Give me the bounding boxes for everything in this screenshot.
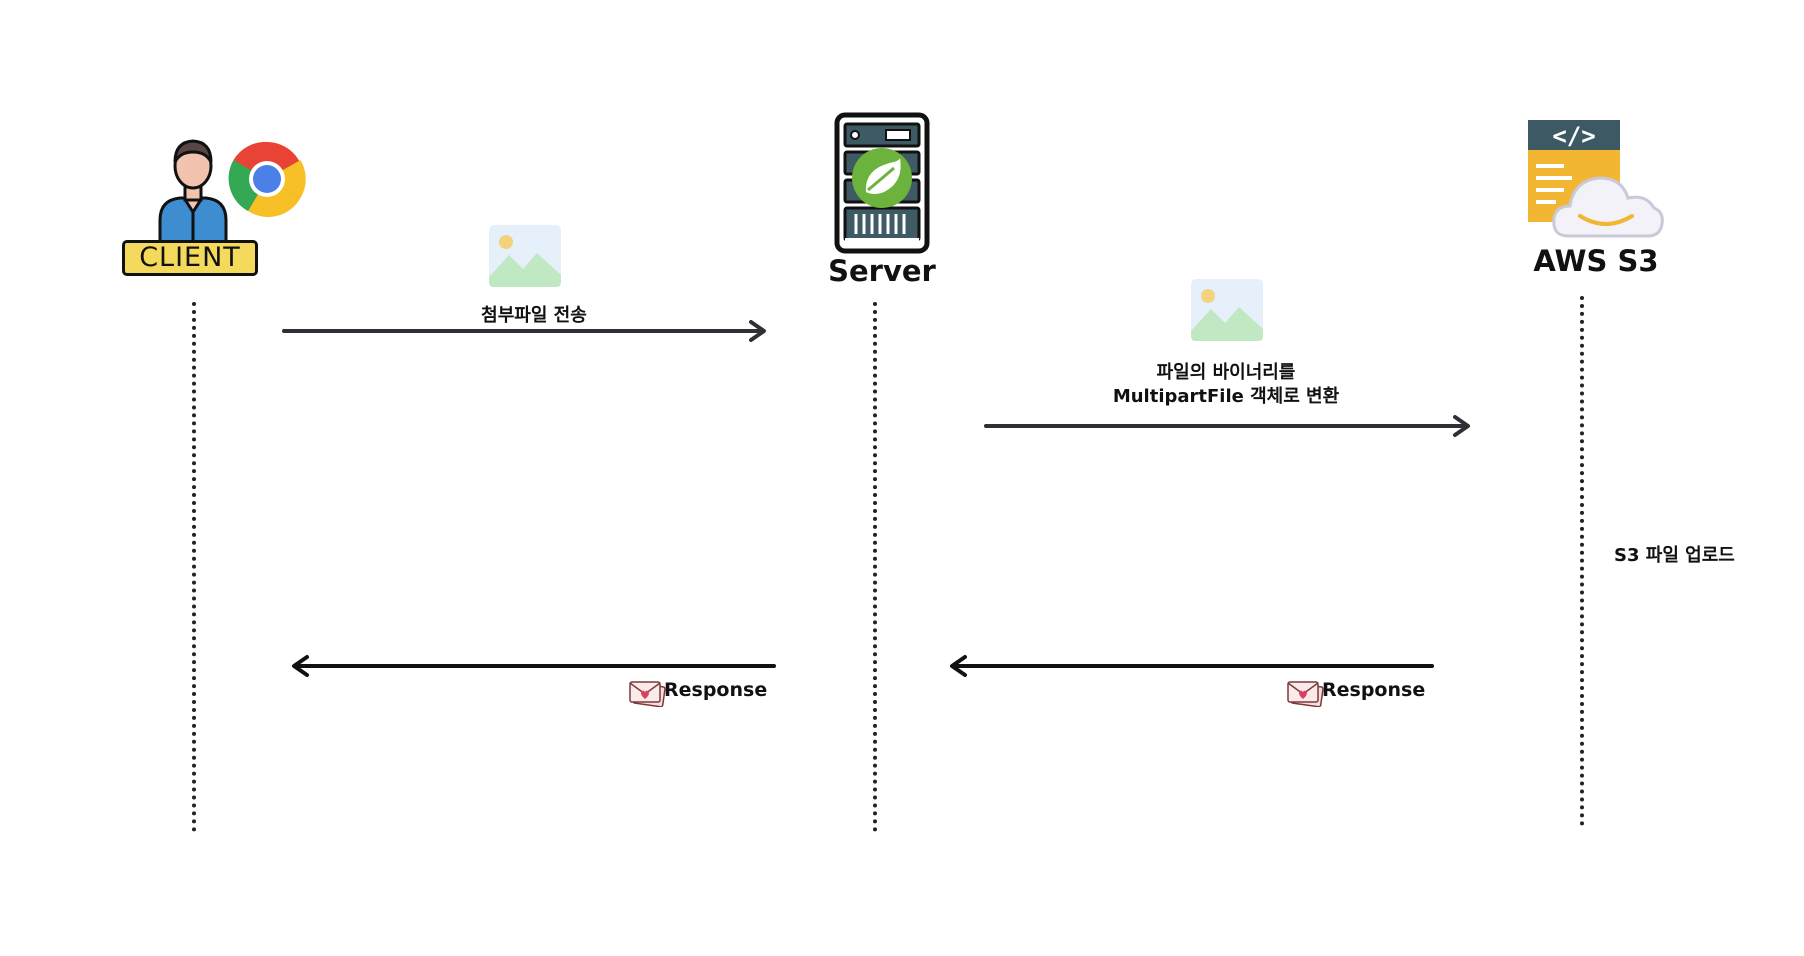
upload-message-label: 첨부파일 전송 [434,301,634,327]
convert-message-line1: 파일의 바이너리를 [1076,358,1376,384]
user-icon [148,128,238,248]
upload-arrow [282,329,762,333]
client-participant: CLIENT [118,128,308,288]
arrow-head-right-icon [748,319,768,343]
client-label: CLIENT [139,242,241,273]
client-badge: CLIENT [122,240,258,276]
arrow-head-left-icon [948,654,968,678]
convert-message-line2: MultipartFile 객체로 변환 [1076,382,1376,408]
server-label: Server [812,254,952,288]
image-placeholder-icon [489,225,561,287]
s3-lifeline [1580,296,1584,826]
envelope-heart-icon [628,679,668,707]
svg-text:</>: </> [1552,122,1595,150]
client-lifeline [192,302,196,832]
response-server-arrow [294,664,776,668]
server-lifeline [873,302,877,832]
arrow-head-left-icon [290,654,310,678]
chrome-icon [228,140,306,218]
response-server-label: Response [664,679,767,701]
envelope-heart-icon [1286,679,1326,707]
code-document-cloud-icon: </> [1528,120,1668,242]
s3-upload-note: S3 파일 업로드 [1614,541,1735,567]
s3-label: AWS S3 [1526,244,1666,278]
response-s3-label: Response [1322,679,1425,701]
arrow-head-right-icon [1452,414,1472,438]
image-placeholder-icon [1191,279,1263,341]
convert-arrow [984,424,1466,428]
spring-leaf-icon [850,146,914,210]
response-s3-arrow [952,664,1434,668]
